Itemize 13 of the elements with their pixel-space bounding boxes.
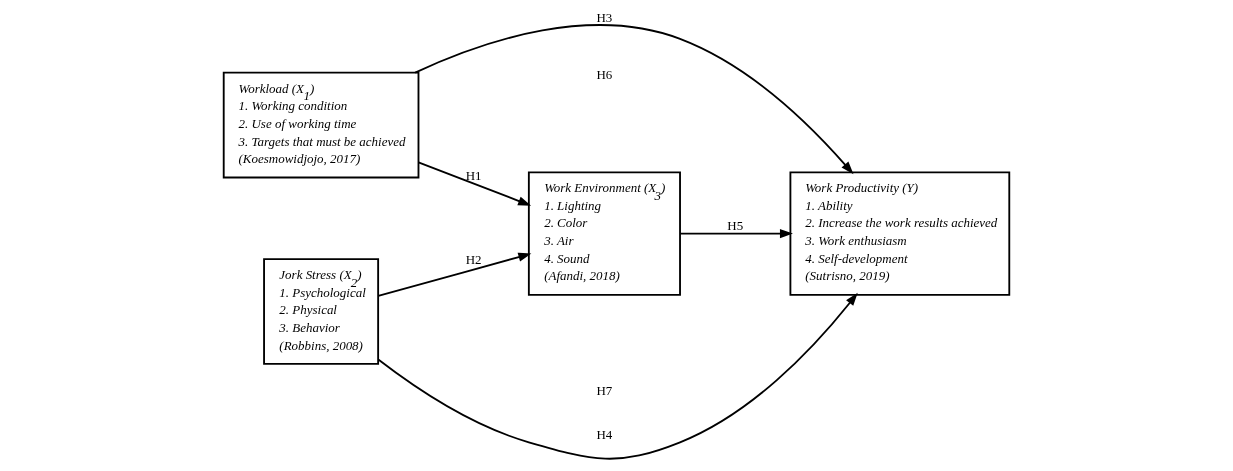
edge-label: H5 <box>727 218 744 234</box>
label: H7 <box>596 382 613 398</box>
edge-label: H1 <box>465 168 482 183</box>
edge-label: H2 <box>465 252 482 268</box>
arrow <box>679 229 793 239</box>
edge-label: H4 <box>596 426 613 442</box>
edge-label: H3 <box>596 10 613 26</box>
arrow <box>377 292 858 460</box>
arrow <box>377 252 532 297</box>
arrow <box>414 24 854 175</box>
node-box: Work Productivity (Y) 1. Ability 2. Increase the work results achieved 3. Work enthusiasm 4. Self-development (Sutrisno, 2019) <box>789 171 1011 296</box>
arrow <box>417 161 532 206</box>
label: H6 <box>596 67 613 83</box>
